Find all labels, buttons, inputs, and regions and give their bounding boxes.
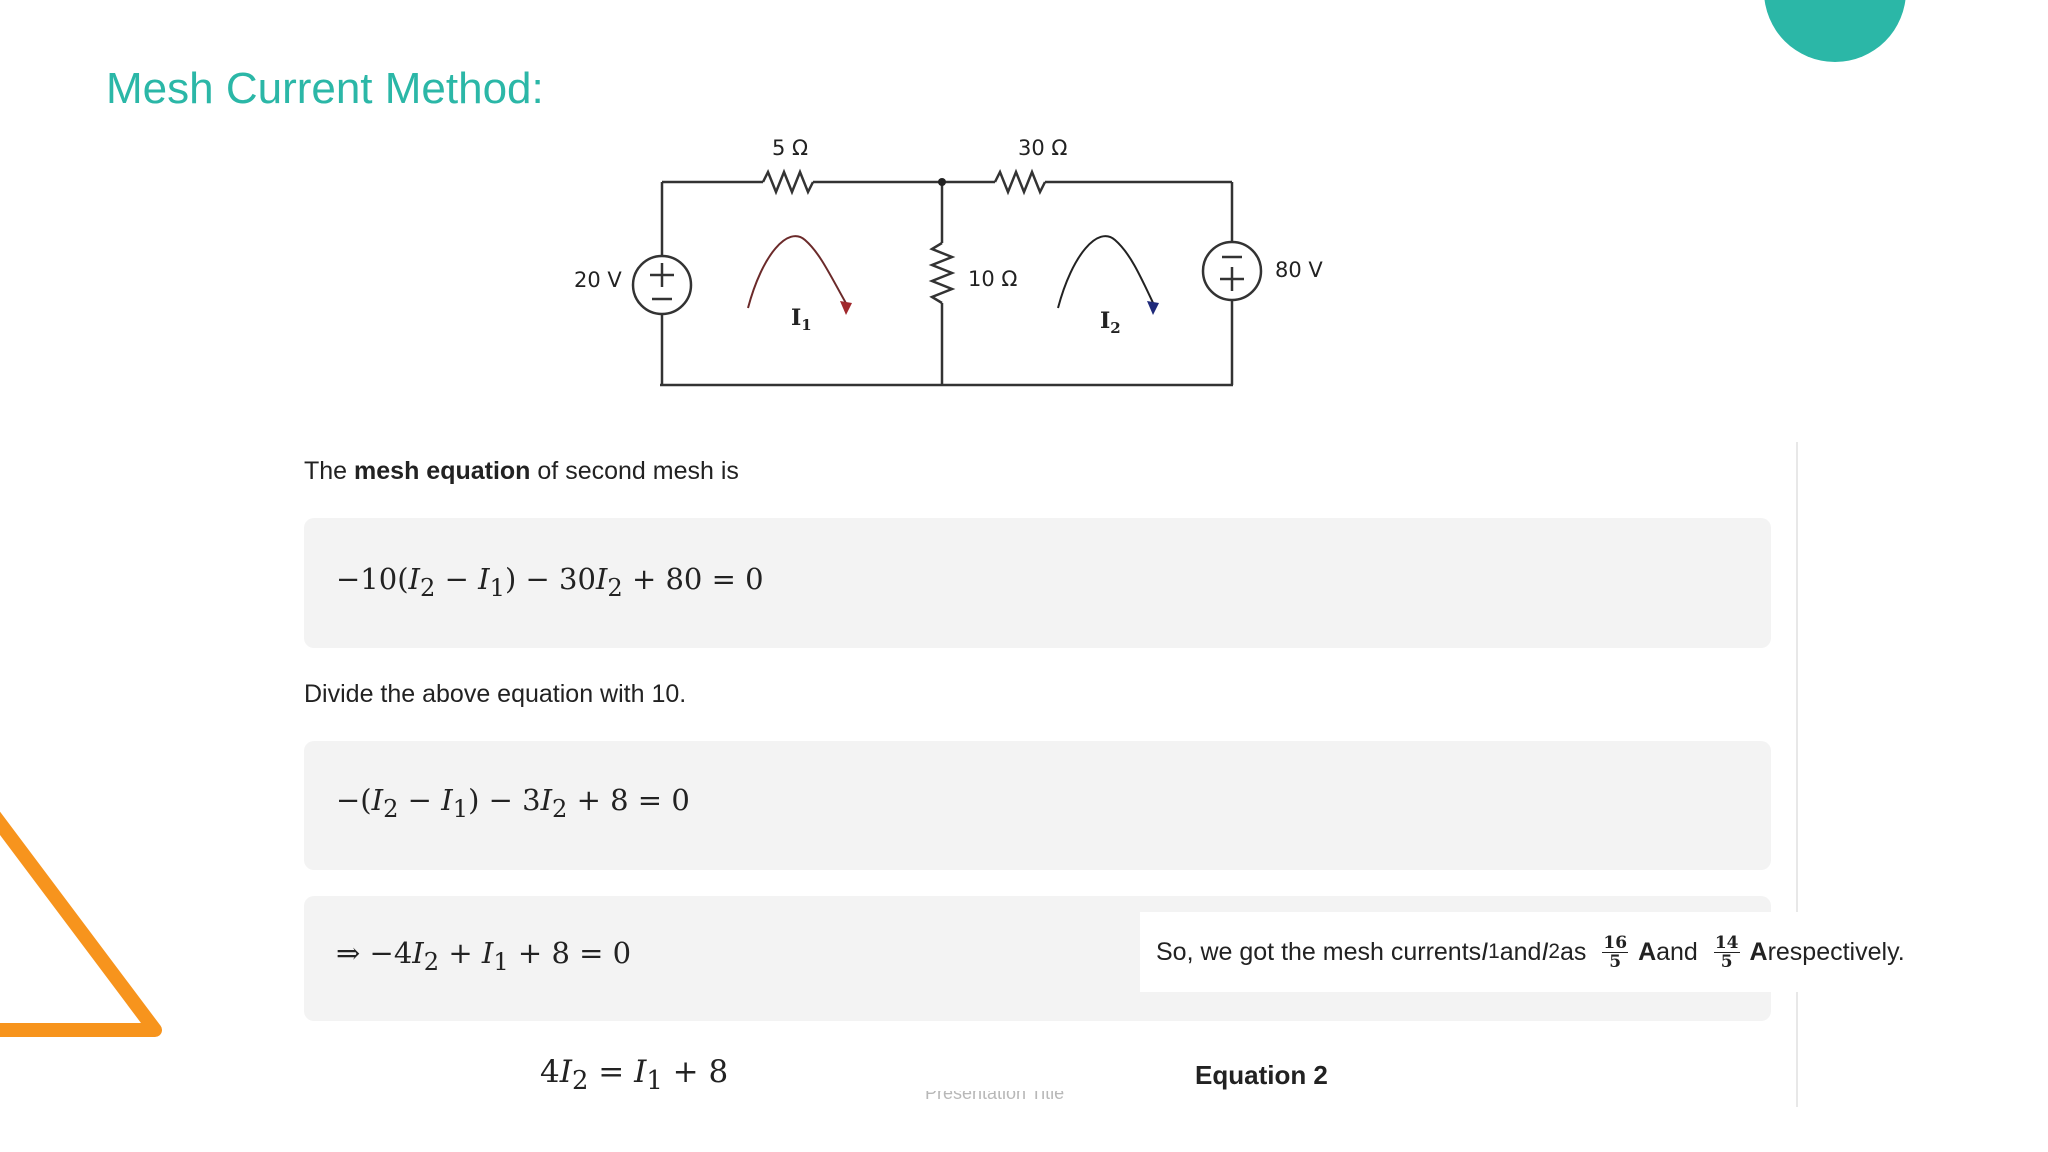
junction-node: [938, 178, 946, 186]
mesh-current-label-2: I2: [1100, 308, 1121, 337]
equation-2: −(I2 − I1) − 3I2 + 8 = 0: [336, 783, 690, 823]
content-divider: [1796, 442, 1798, 1107]
mesh-arrow-right: [1147, 301, 1159, 315]
resistor-label-30: 30 Ω: [1018, 136, 1067, 160]
footer-text: Presentation Title: [925, 1091, 1065, 1103]
slide-title: Mesh Current Method:: [106, 64, 544, 113]
intro-paragraph: The mesh equation of second mesh is: [304, 457, 739, 485]
decorative-triangle: [0, 811, 162, 1037]
equation-box-1: −10(I2 − I1) − 30I2 + 80 = 0: [304, 518, 1771, 648]
circuit-diagram: 5 Ω 30 Ω 10 Ω 20 V 80 V I1 I2: [574, 136, 1323, 387]
equation-3: ⇒ −4I2 + I1 + 8 = 0: [336, 936, 632, 976]
equation-box-2: −(I2 − I1) − 3I2 + 8 = 0: [304, 741, 1771, 870]
mesh-arrow-left: [840, 301, 852, 315]
resistor-label-10: 10 Ω: [968, 267, 1017, 291]
source-label-80v: 80 V: [1275, 258, 1323, 282]
divide-paragraph: Divide the above equation with 10.: [304, 680, 687, 708]
source-label-20v: 20 V: [574, 268, 622, 292]
equation-label: Equation 2: [1195, 1060, 1328, 1090]
decorative-circle: [1764, 0, 1906, 62]
equation-1: −10(I2 − I1) − 30I2 + 80 = 0: [336, 562, 764, 602]
resistor-label-5: 5 Ω: [772, 136, 808, 160]
mesh-current-label-1: I1: [791, 305, 812, 334]
equation-4: 4I2 = I1 + 8: [540, 1054, 729, 1097]
